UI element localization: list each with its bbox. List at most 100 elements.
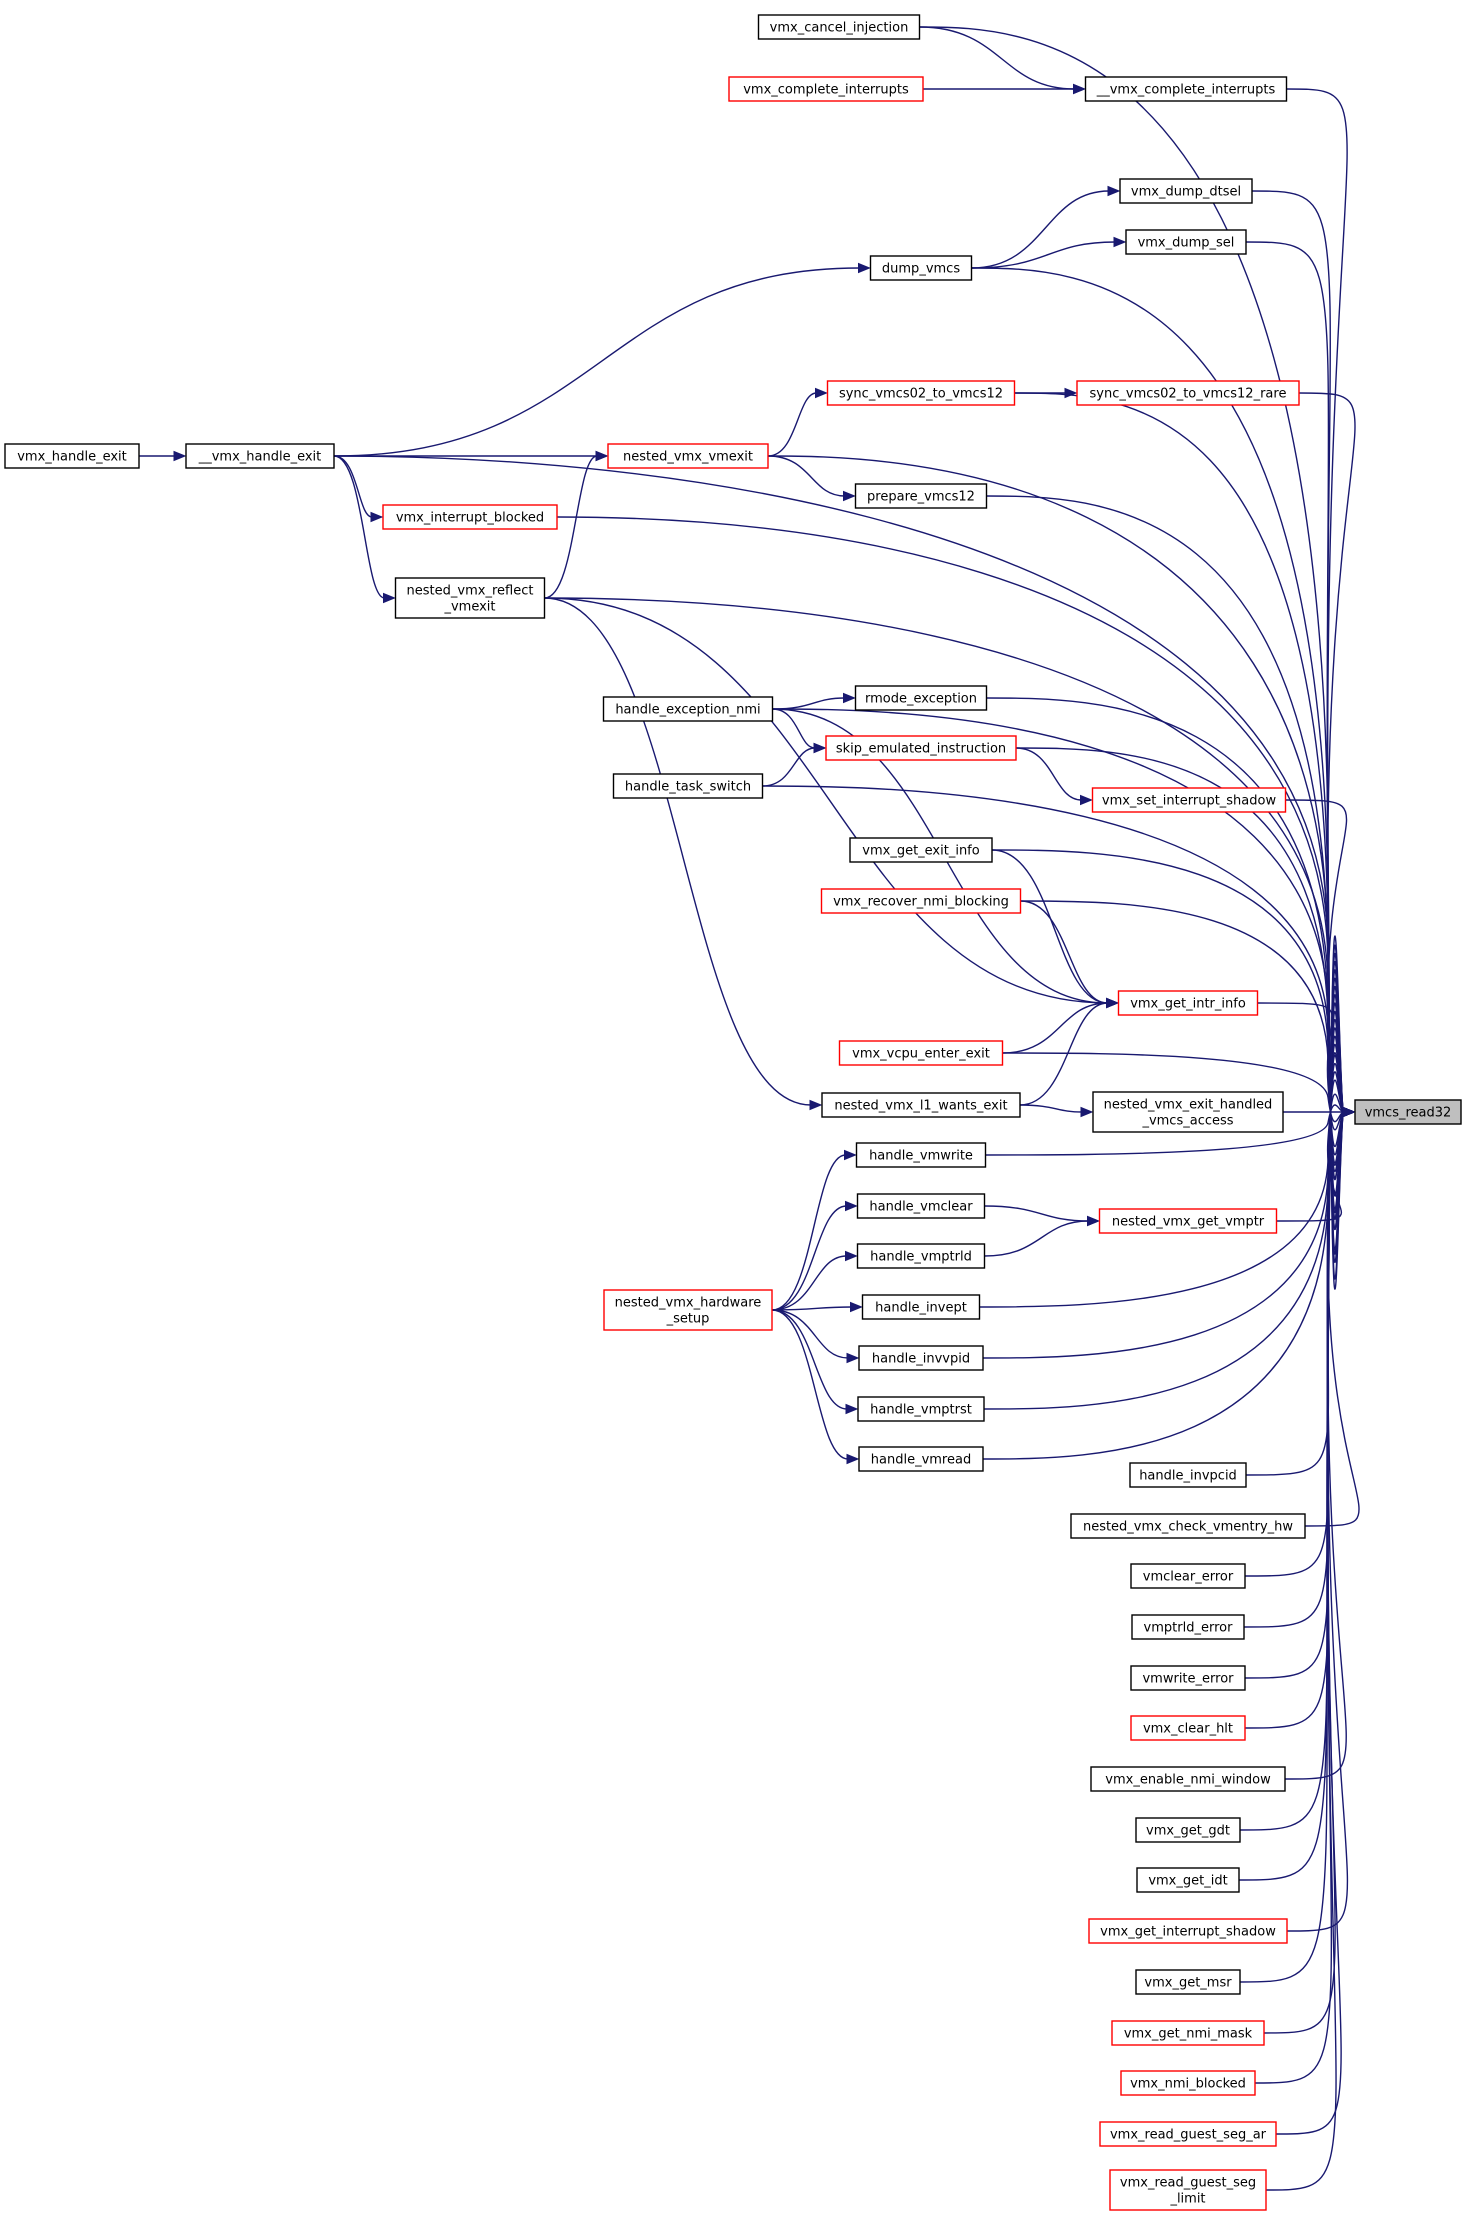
edge-line <box>982 1071 1345 1359</box>
arrowhead-icon <box>1113 236 1127 248</box>
node-vmclear-error[interactable]: vmclear_error <box>1130 1563 1246 1589</box>
edge-handle_task_switch-to-skip_emulated_instruction <box>762 742 827 787</box>
node-box <box>1076 380 1300 406</box>
edge-line <box>1257 1002 1345 1131</box>
node-vmx-dump-dtsel[interactable]: vmx_dump_dtsel <box>1119 178 1253 204</box>
node-box <box>757 14 921 40</box>
node-nested-vmx-check-vmentry-hw[interactable]: nested_vmx_check_vmentry_hw <box>1070 1513 1306 1539</box>
node-nested-vmx-exit-handled-vmcs-access[interactable]: nested_vmx_exit_handled_vmcs_access <box>1092 1091 1284 1133</box>
node-skip-emulated-instruction[interactable]: skip_emulated_instruction <box>825 735 1017 761</box>
node-vmx-dump-sel[interactable]: vmx_dump_sel <box>1125 229 1247 255</box>
node-box <box>869 255 973 281</box>
edge-sync_vmcs02_to_vmcs12-to-sync_vmcs02_to_vmcs12_rare <box>1014 387 1078 399</box>
node-vmcs-read32[interactable]: vmcs_read32 <box>1354 1099 1462 1125</box>
node-handle-exception-nmi[interactable]: handle_exception_nmi <box>602 696 774 722</box>
node-label: sync_vmcs02_to_vmcs12 <box>839 387 1003 402</box>
node-vmx-get-gdt[interactable]: vmx_get_gdt <box>1135 1817 1241 1843</box>
node-nested-vmx-l1-wants-exit[interactable]: nested_vmx_l1_wants_exit <box>821 1092 1021 1118</box>
node-vmx-interrupt-blocked[interactable]: vmx_interrupt_blocked <box>382 504 558 530</box>
node-label: vmx_interrupt_blocked <box>396 511 544 526</box>
node-vmx-complete-interrupts[interactable]: vmx_complete_interrupts <box>728 76 924 102</box>
node-label: handle_task_switch <box>625 780 751 795</box>
node-handle-invept[interactable]: handle_invept <box>861 1294 981 1320</box>
node-label: prepare_vmcs12 <box>867 490 975 505</box>
edge-vmx_enable_nmi_window-to-vmcs_read32 <box>1284 1002 1356 1780</box>
node-vmx-set-interrupt-shadow[interactable]: vmx_set_interrupt_shadow <box>1091 787 1287 813</box>
edge-line <box>544 455 598 599</box>
node-vmwrite-error[interactable]: vmwrite_error <box>1130 1665 1246 1691</box>
edge-line <box>771 1306 852 1311</box>
node-label: handle_vmptrst <box>870 1403 972 1418</box>
node-label: vmx_get_msr <box>1144 1976 1232 1991</box>
node-label: nested_vmx_exit_handled <box>1104 1098 1273 1113</box>
edge-nested_vmx_hardware_setup-to-handle_vmread <box>771 1309 860 1465</box>
node---vmx-complete-interrupts[interactable]: __vmx_complete_interrupts <box>1084 76 1288 102</box>
node-vmx-get-msr[interactable]: vmx_get_msr <box>1135 1969 1241 1995</box>
node-vmx-nmi-blocked[interactable]: vmx_nmi_blocked <box>1120 2070 1256 2096</box>
node-label: sync_vmcs02_to_vmcs12_rare <box>1090 387 1287 402</box>
node-vmx-get-exit-info[interactable]: vmx_get_exit_info <box>849 837 993 863</box>
edge-nested_vmx_reflect_vmexit-to-vmx_get_intr_info <box>544 597 1119 1009</box>
node-label: vmx_enable_nmi_window <box>1105 1773 1271 1788</box>
node-handle-vmptrst[interactable]: handle_vmptrst <box>857 1396 985 1422</box>
node-label: vmx_get_idt <box>1148 1874 1227 1889</box>
node-handle-vmclear[interactable]: handle_vmclear <box>856 1193 986 1219</box>
node-vmx-get-nmi-mask[interactable]: vmx_get_nmi_mask <box>1111 2020 1265 2046</box>
node-rmode-exception[interactable]: rmode_exception <box>854 685 988 711</box>
node-nested-vmx-hardware-setup[interactable]: nested_vmx_hardware_setup <box>603 1289 773 1331</box>
node-label: vmx_get_interrupt_shadow <box>1100 1925 1276 1940</box>
node-vmx-handle-exit[interactable]: vmx_handle_exit <box>4 443 140 469</box>
node-vmptrld-error[interactable]: vmptrld_error <box>1131 1614 1245 1640</box>
arrowhead-icon <box>1073 83 1086 95</box>
node-handle-task-switch[interactable]: handle_task_switch <box>612 773 764 799</box>
node-label: vmx_read_guest_seg_ar <box>1110 2128 1267 2143</box>
node-box <box>185 443 335 469</box>
node-vmx-clear-hlt[interactable]: vmx_clear_hlt <box>1130 1715 1246 1741</box>
node-box <box>607 443 769 469</box>
node-vmx-read-guest-seg-limit[interactable]: vmx_read_guest_seg_limit <box>1109 2169 1267 2211</box>
edge-__vmx_handle_exit-to-dump_vmcs <box>333 262 871 457</box>
node-vmx-read-guest-seg-ar[interactable]: vmx_read_guest_seg_ar <box>1099 2121 1277 2147</box>
node-handle-invvpid[interactable]: handle_invvpid <box>858 1345 984 1371</box>
edge-skip_emulated_instruction-to-vmx_set_interrupt_shadow <box>1015 747 1093 806</box>
edge-line <box>771 1309 848 1410</box>
node-vmx-recover-nmi-blocking[interactable]: vmx_recover_nmi_blocking <box>820 888 1022 914</box>
node-vmx-get-idt[interactable]: vmx_get_idt <box>1136 1867 1240 1893</box>
edge-__vmx_handle_exit-to-nested_vmx_reflect_vmexit <box>333 455 396 604</box>
node-vmx-vcpu-enter-exit[interactable]: vmx_vcpu_enter_exit <box>838 1040 1004 1066</box>
edge-handle_vmclear-to-nested_vmx_get_vmptr <box>984 1205 1100 1227</box>
node-box <box>854 685 988 711</box>
node-nested-vmx-get-vmptr[interactable]: nested_vmx_get_vmptr <box>1098 1208 1278 1234</box>
edge-nested_vmx_reflect_vmexit-to-nested_vmx_l1_wants_exit <box>544 597 823 1111</box>
node-dump-vmcs[interactable]: dump_vmcs <box>869 255 973 281</box>
edge-vmx_read_guest_seg_limit-to-vmcs_read32 <box>1265 935 1356 2191</box>
edge-__vmx_handle_exit-to-vmx_interrupt_blocked <box>333 455 384 523</box>
arrowhead-icon <box>850 1301 863 1313</box>
node-vmx-cancel-injection[interactable]: vmx_cancel_injection <box>757 14 921 40</box>
node-handle-invpcid[interactable]: handle_invpcid <box>1129 1462 1247 1488</box>
node---vmx-handle-exit[interactable]: __vmx_handle_exit <box>185 443 335 469</box>
edge-line <box>991 849 1345 1156</box>
node-handle-vmptrld[interactable]: handle_vmptrld <box>856 1243 986 1269</box>
node-label: __vmx_handle_exit <box>198 450 322 465</box>
node-sync-vmcs02-to-vmcs12-rare[interactable]: sync_vmcs02_to_vmcs12_rare <box>1076 380 1300 406</box>
node-vmx-enable-nmi-window[interactable]: vmx_enable_nmi_window <box>1090 1766 1286 1792</box>
node-box <box>1130 1715 1246 1741</box>
node-nested-vmx-reflect-vmexit[interactable]: nested_vmx_reflect_vmexit <box>394 577 546 619</box>
node-vmx-get-interrupt-shadow[interactable]: vmx_get_interrupt_shadow <box>1088 1918 1288 1944</box>
node-sync-vmcs02-to-vmcs12[interactable]: sync_vmcs02_to_vmcs12 <box>826 380 1016 406</box>
edge-vmx_cancel_injection-to-__vmx_complete_interrupts <box>919 26 1086 95</box>
node-prepare-vmcs12[interactable]: prepare_vmcs12 <box>854 483 988 509</box>
node-box <box>1125 229 1247 255</box>
edge-line <box>762 747 816 787</box>
node-box <box>826 380 1016 406</box>
node-vmx-get-intr-info[interactable]: vmx_get_intr_info <box>1117 990 1259 1016</box>
node-box <box>382 504 558 530</box>
node-box <box>857 1396 985 1422</box>
node-handle-vmwrite[interactable]: handle_vmwrite <box>855 1142 987 1168</box>
edge-nested_vmx_hardware_setup-to-handle_vmclear <box>771 1200 858 1311</box>
node-nested-vmx-vmexit[interactable]: nested_vmx_vmexit <box>607 443 769 469</box>
node-handle-vmread[interactable]: handle_vmread <box>858 1446 984 1472</box>
edge-line <box>1265 935 1345 2191</box>
